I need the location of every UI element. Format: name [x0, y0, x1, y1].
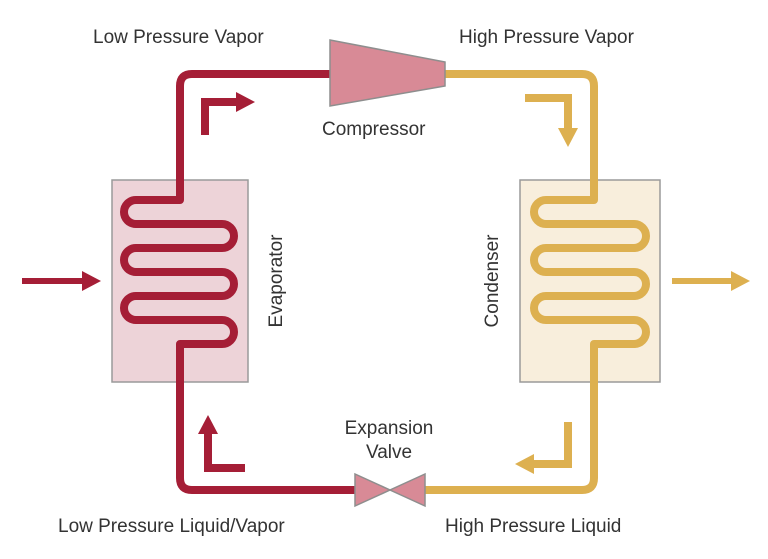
arrow-icon-flow-up [198, 415, 245, 472]
low-pressure-pipe [120, 70, 359, 494]
label-evaporator: Evaporator [266, 234, 287, 328]
label-low-pressure-vapor: Low Pressure Vapor [93, 27, 264, 48]
high-pressure-pipe [421, 70, 650, 494]
arrow-icon-heat-in [22, 271, 101, 291]
expansion-valve-left-triangle [354, 472, 392, 508]
arrow-icon-flow-up-right [201, 92, 255, 135]
label-high-pressure-liquid: High Pressure Liquid [445, 516, 621, 537]
label-expansion-valve-line2: Valve [366, 442, 412, 463]
label-expansion-valve-line1: Expansion [345, 418, 434, 439]
label-compressor: Compressor [322, 119, 426, 140]
compressor-shape [329, 39, 446, 107]
label-low-pressure-liquid-vapor: Low Pressure Liquid/Vapor [58, 516, 285, 537]
label-high-pressure-vapor: High Pressure Vapor [459, 27, 635, 48]
arrow-icon-flow-down [525, 94, 578, 147]
arrow-icon-flow-down-left [515, 422, 572, 474]
label-condenser: Condenser [482, 234, 503, 328]
arrow-icon-heat-out [672, 271, 750, 291]
expansion-valve-right-triangle [388, 472, 426, 508]
